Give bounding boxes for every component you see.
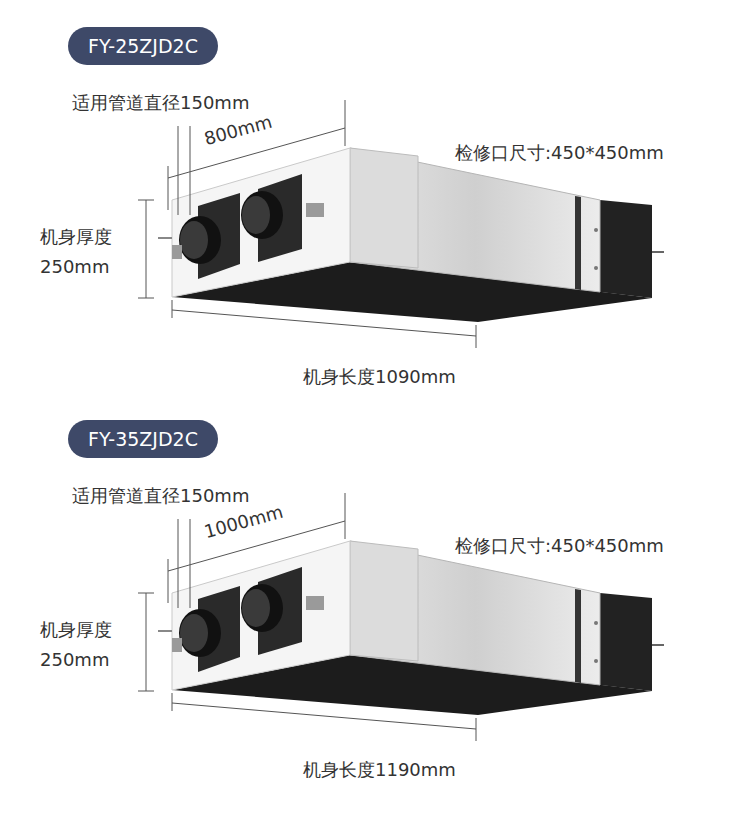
model-name: FY-25ZJD2C [88,35,198,57]
length-dimension: 机身长度1090mm [303,364,456,390]
thickness-dimension: 机身厚度 250mm [40,615,124,675]
thickness-dimension: 机身厚度 250mm [40,222,124,282]
model-name: FY-35ZJD2C [88,428,198,450]
pipe-diameter: 适用管道直径150mm [72,483,249,509]
access-port-size: 检修口尺寸:450*450mm [455,533,664,559]
access-port-size: 检修口尺寸:450*450mm [455,140,664,166]
length-dimension: 机身长度1190mm [303,757,456,783]
model-badge: FY-35ZJD2C [68,420,218,458]
depth-dimension: 800mm [201,109,275,152]
pipe-diameter: 适用管道直径150mm [72,90,249,116]
model-badge: FY-25ZJD2C [68,27,218,65]
